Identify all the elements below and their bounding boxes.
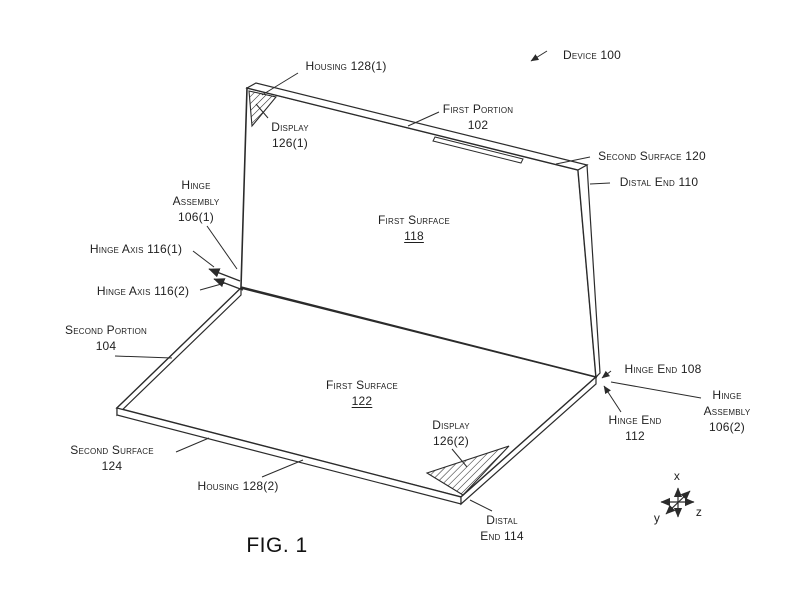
label-second-surface-124: Second Surface 124 [70,443,154,473]
label-housing-128-1: Housing 128(1) [305,59,387,73]
leader-lines [114,50,702,512]
label-first-portion-102: First Portion 102 [442,102,514,132]
label-hinge-end-112: Hinge End 112 [608,413,662,443]
first-portion-panel [240,82,601,379]
axis-label-x: x [673,469,681,483]
label-hinge-axis-116-2: Hinge Axis 116(2) [96,284,190,298]
label-distal-end-114: Distal End 114 [480,513,524,543]
label-first-surface-118: First Surface 118 [378,213,450,243]
label-hinge-assembly-106-1: Hinge Assembly 106(1) [172,178,220,224]
label-hinge-assembly-106-2: Hinge Assembly 106(2) [703,388,751,434]
figure-caption: FIG. 1 [246,534,308,557]
label-first-surface-122: First Surface 122 [326,378,398,408]
display-126-2-hatch [425,445,510,496]
hinge-end-108-arrow [601,370,612,379]
axis-label-y: y [653,511,661,525]
device-arrow [530,50,548,62]
label-hinge-axis-116-1: Hinge Axis 116(1) [89,242,183,256]
axes-indicator [660,487,695,518]
label-device-100: Device 100 [562,48,622,62]
hinge-end-112-arrow [603,385,622,413]
label-housing-128-2: Housing 128(2) [197,479,279,493]
axis-label-z: z [695,505,703,519]
label-display-126-2: Display 126(2) [432,418,470,448]
label-hinge-end-108: Hinge End 108 [624,362,702,376]
label-second-surface-120: Second Surface 120 [598,149,706,163]
label-display-126-1: Display 126(1) [271,120,309,150]
label-second-portion-104: Second Portion 104 [65,323,147,353]
second-portion-panel [115,286,598,506]
label-distal-end-110: Distal End 110 [619,175,699,189]
display-126-1-hatch [248,90,277,128]
hinge-axis-arrows [208,268,244,291]
top-edge-slot [432,136,524,164]
